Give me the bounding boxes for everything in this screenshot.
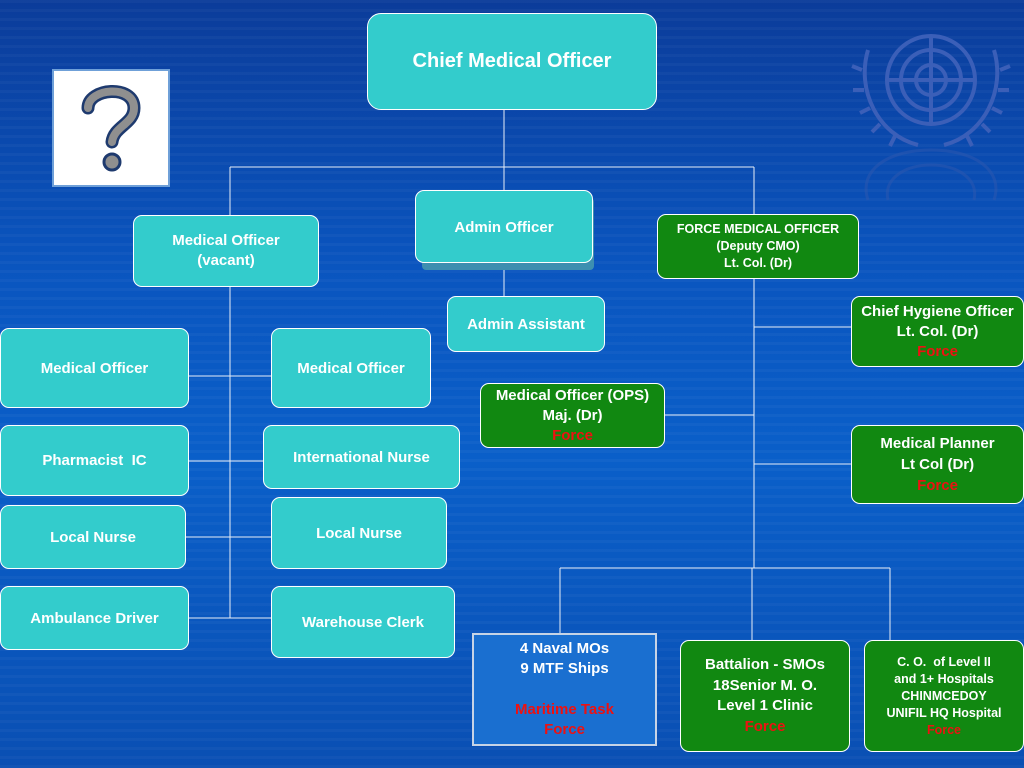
mid-local-nurse-box: Local Nurse xyxy=(271,497,447,569)
warehouse-clerk-box: Warehouse Clerk xyxy=(271,586,455,658)
force-medical-officer-line3: Lt. Col. (Dr) xyxy=(723,256,793,270)
force-medical-officer-line1: FORCE MEDICAL OFFICER xyxy=(676,222,840,236)
medical-officer-ops-force-tag: Force xyxy=(552,426,593,444)
left-medical-officer-label: Medical Officer xyxy=(40,359,149,377)
battalion-line2: 18Senior M. O. xyxy=(712,676,818,694)
medical-planner-box: Medical Planner Lt Col (Dr) Force xyxy=(851,425,1024,504)
mid-medical-officer-box: Medical Officer xyxy=(271,328,431,408)
force-medical-officer-box: FORCE MEDICAL OFFICER (Deputy CMO) Lt. C… xyxy=(657,214,859,279)
level2-line3: CHINMCEDOY xyxy=(901,688,987,703)
maritime-task-force-box: 4 Naval MOs 9 MTF Ships Maritime Task Fo… xyxy=(472,633,657,746)
admin-assistant-box: Admin Assistant xyxy=(447,296,605,352)
admin-officer-box: Admin Officer xyxy=(415,190,593,263)
medical-officer-ops-box: Medical Officer (OPS) Maj. (Dr) Force xyxy=(480,383,665,448)
chief-hygiene-officer-line1: Chief Hygiene Officer xyxy=(861,302,1014,320)
maritime-line2: 9 MTF Ships xyxy=(520,660,609,677)
medical-officer-ops-line2: Maj. (Dr) xyxy=(542,406,603,424)
maritime-tag-line1: Maritime Task xyxy=(515,700,614,718)
pharmacist-ic-box: Pharmacist IC xyxy=(0,425,189,496)
level2-line4: UNIFIL HQ Hospital xyxy=(886,705,1002,720)
admin-officer-label: Admin Officer xyxy=(454,219,554,236)
question-mark-image xyxy=(52,69,170,187)
un-emblem-icon xyxy=(851,34,1011,201)
ambulance-driver-box: Ambulance Driver xyxy=(0,586,189,650)
mid-local-nurse-label: Local Nurse xyxy=(316,524,402,542)
medical-planner-line1: Medical Planner xyxy=(880,435,995,452)
level2-force-tag: Force xyxy=(926,722,962,737)
level2-hospitals-box: C. O. of Level II and 1+ Hospitals CHINM… xyxy=(864,640,1024,752)
battalion-line3: Level 1 Clinic xyxy=(717,697,813,714)
pharmacist-ic-label: Pharmacist IC xyxy=(42,452,147,469)
question-mark-icon xyxy=(81,85,141,172)
warehouse-clerk-label: Warehouse Clerk xyxy=(302,613,424,631)
left-local-nurse-label: Local Nurse xyxy=(50,528,136,546)
maritime-tag-line2: Force xyxy=(544,721,585,738)
left-local-nurse-box: Local Nurse xyxy=(0,505,186,569)
medical-officer-vacant-line1: Medical Officer xyxy=(172,232,280,249)
force-medical-officer-line2: (Deputy CMO) xyxy=(716,239,800,253)
mid-medical-officer-label: Medical Officer xyxy=(297,359,405,377)
medical-officer-vacant-box: Medical Officer (vacant) xyxy=(133,215,319,287)
chief-hygiene-officer-box: Chief Hygiene Officer Lt. Col. (Dr) Forc… xyxy=(851,296,1024,367)
international-nurse-label: International Nurse xyxy=(293,448,430,466)
medical-officer-ops-line1: Medical Officer (OPS) xyxy=(495,386,650,404)
medical-officer-vacant-line2: (vacant) xyxy=(197,252,255,269)
chief-medical-officer-label: Chief Medical Officer xyxy=(412,50,612,72)
medical-planner-force-tag: Force xyxy=(917,477,958,494)
battalion-smos-box: Battalion - SMOs 18Senior M. O. Level 1 … xyxy=(680,640,850,752)
international-nurse-box: International Nurse xyxy=(263,425,460,489)
chief-medical-officer-box: Chief Medical Officer xyxy=(367,13,657,110)
chief-hygiene-officer-line2: Lt. Col. (Dr) xyxy=(896,322,979,340)
maritime-line1: 4 Naval MOs xyxy=(519,639,610,657)
chief-hygiene-officer-force-tag: Force xyxy=(917,342,958,360)
admin-assistant-label: Admin Assistant xyxy=(467,315,585,333)
level2-line1: C. O. of Level II xyxy=(897,654,991,669)
level2-line2: and 1+ Hospitals xyxy=(894,671,994,686)
battalion-force-tag: Force xyxy=(744,717,786,735)
medical-planner-line2: Lt Col (Dr) xyxy=(900,456,975,473)
ambulance-driver-label: Ambulance Driver xyxy=(30,609,159,627)
battalion-line1: Battalion - SMOs xyxy=(704,656,825,673)
left-medical-officer-box: Medical Officer xyxy=(0,328,189,408)
